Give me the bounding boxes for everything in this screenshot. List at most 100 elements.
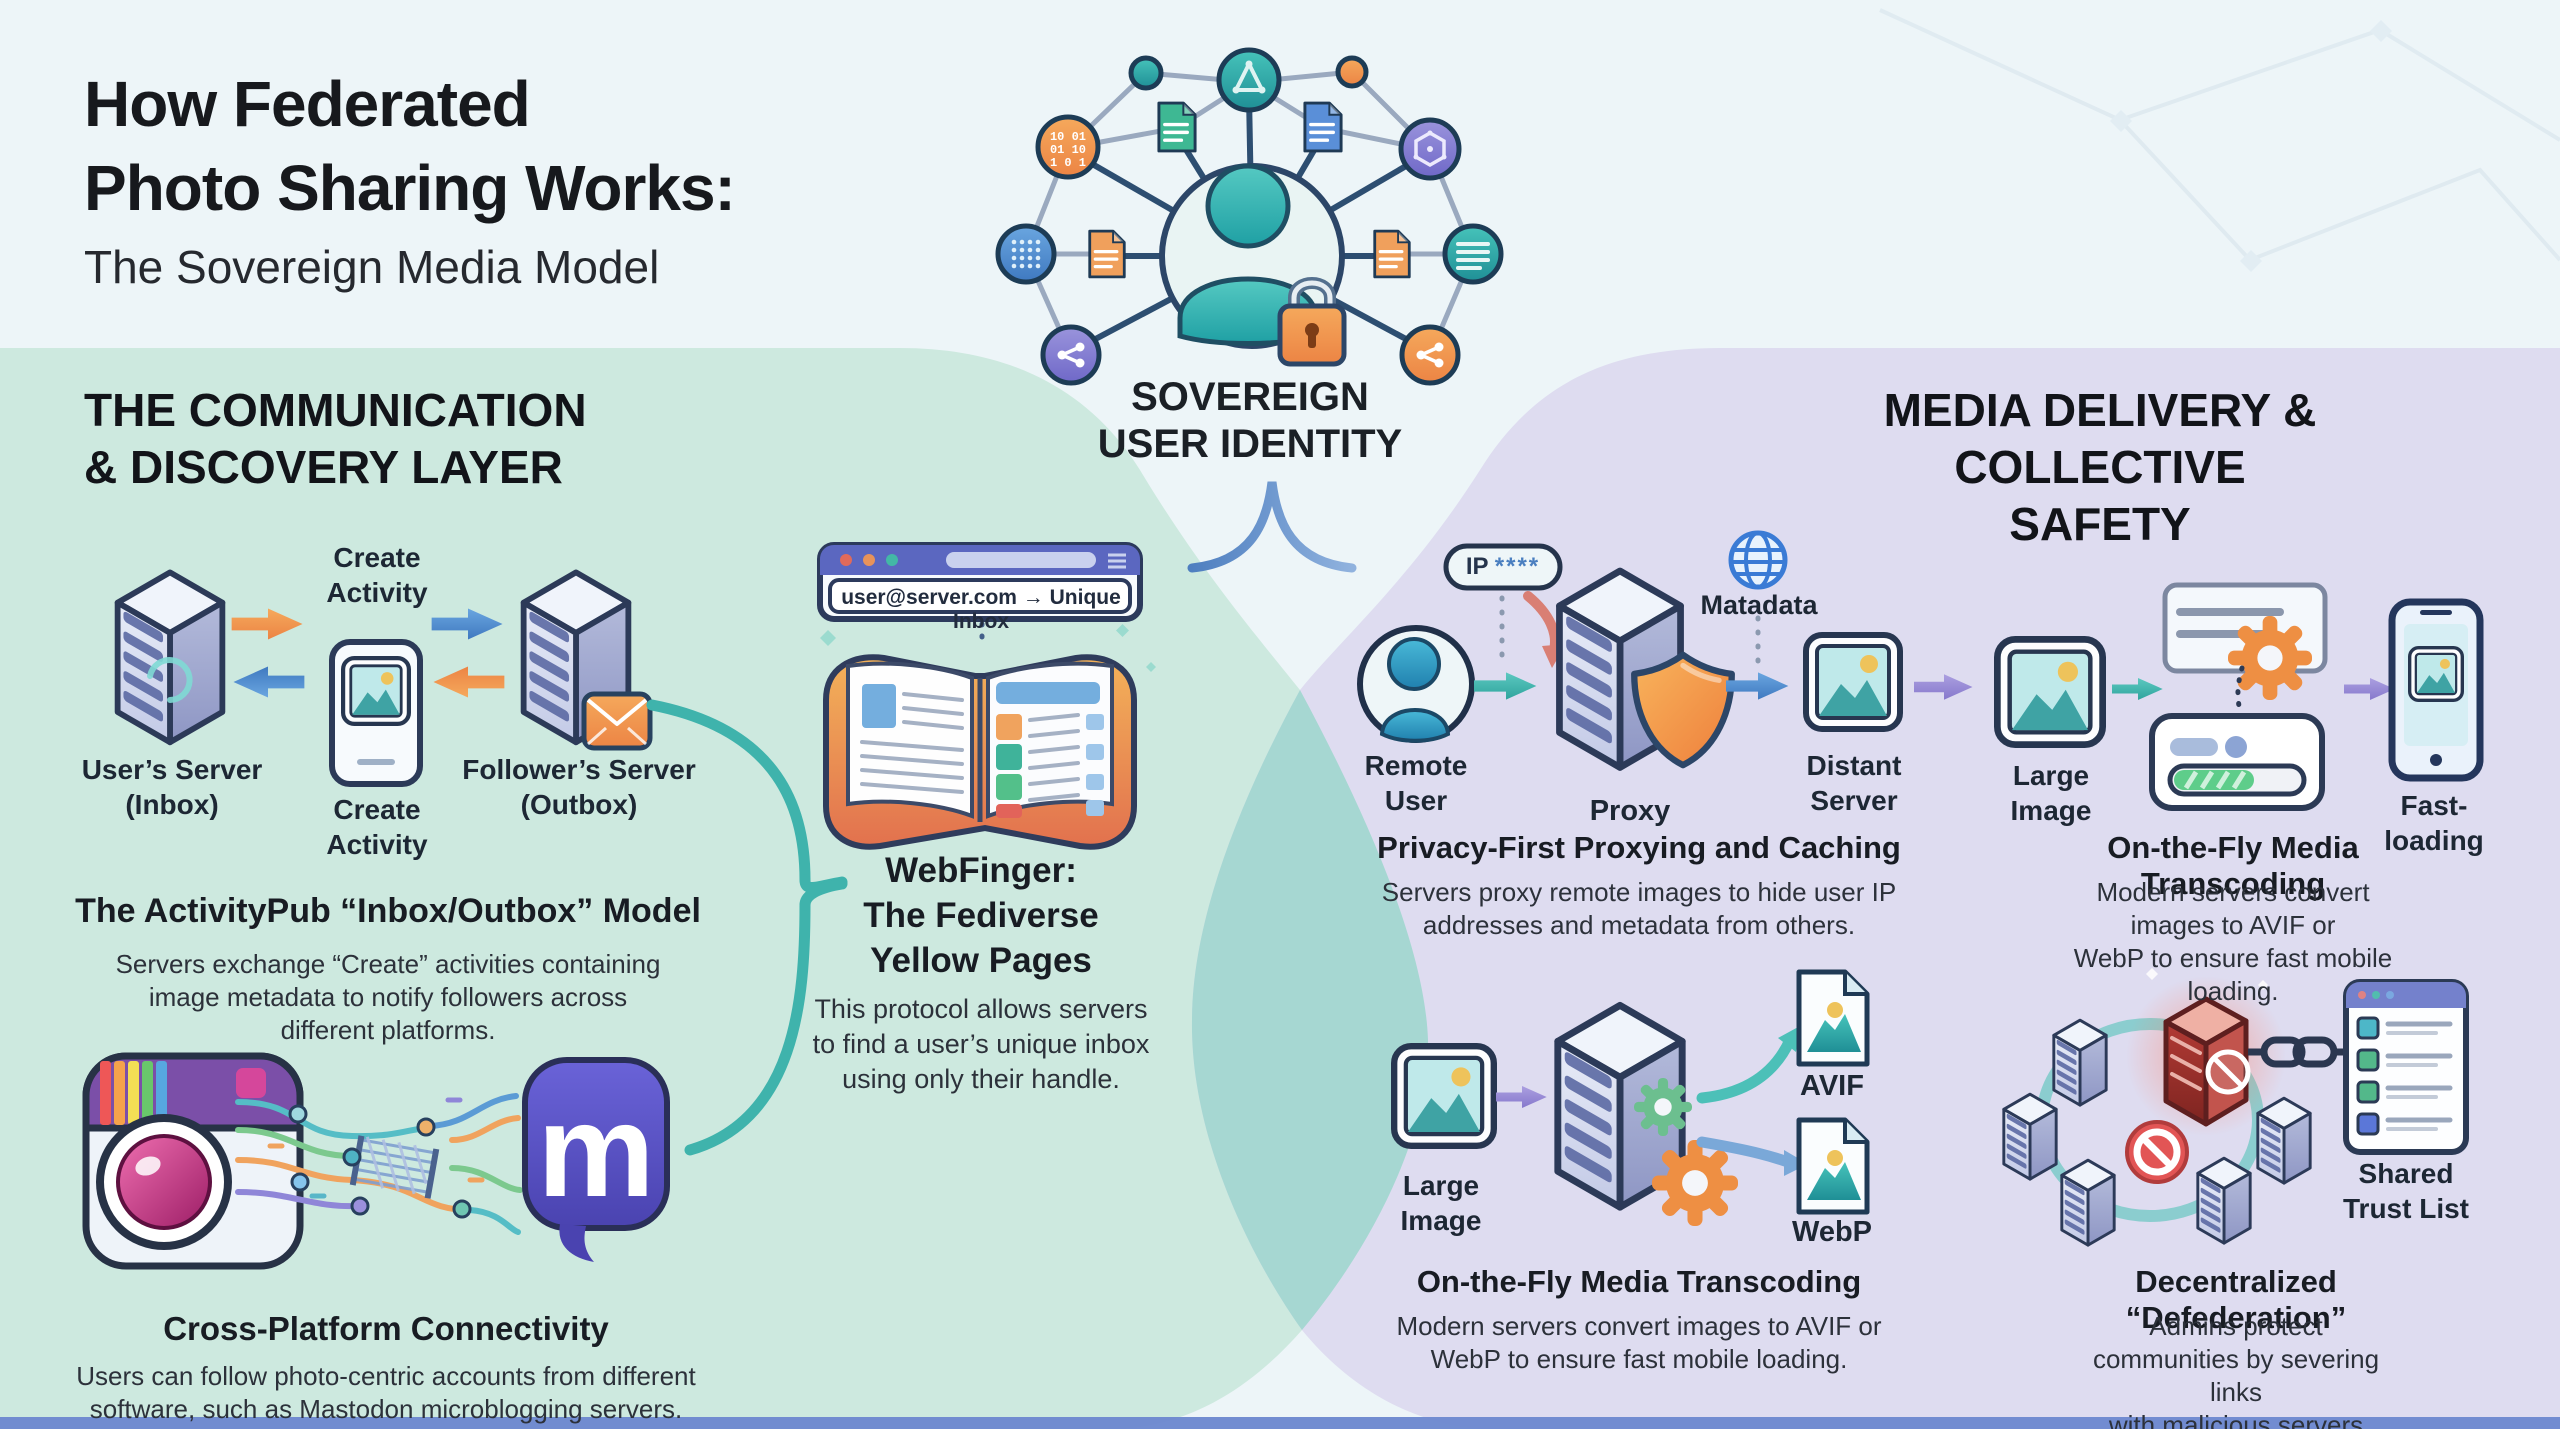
- server-icon: [2256, 1096, 2312, 1185]
- sync-icon: [147, 657, 193, 703]
- server-icon: [2060, 1158, 2116, 1247]
- activity-node-icon: [1216, 47, 1282, 113]
- transcoder-icon: [2149, 582, 2328, 811]
- avif-label: AVIF: [1800, 1070, 1864, 1102]
- hexagon-node-icon: [1398, 117, 1462, 181]
- right-section-header: MEDIA DELIVERY & COLLECTIVE SAFETY: [1883, 384, 2317, 550]
- cable-splice-icon: [349, 1135, 440, 1199]
- overlap-region: [1191, 690, 1429, 1330]
- transcoding-top-diagram: [1997, 582, 2484, 811]
- camera-app-icon: [82, 1052, 304, 1270]
- svg-text:m: m: [537, 1077, 654, 1224]
- globe-icon: [1728, 530, 1788, 590]
- network-pattern: [1879, 8, 2560, 262]
- cross-platform-diagram: m: [82, 1052, 670, 1270]
- ip-value: ****: [1494, 553, 1541, 580]
- bottom-bar: [0, 1417, 2560, 1429]
- large-image-top-label: Large Image: [2010, 760, 2092, 826]
- webfinger-heading: WebFinger: The Fediverse Yellow Pages: [863, 851, 1099, 980]
- grid-node-icon: [995, 223, 1057, 285]
- browser-icon: [817, 542, 1143, 622]
- mastodon-icon: m: [522, 1057, 670, 1262]
- left-section-header: THE COMMUNICATION & DISCOVERY LAYER: [84, 384, 587, 493]
- share-node-icon: [1399, 324, 1461, 386]
- large-image-icon: [1997, 639, 2102, 744]
- document-icon: [1303, 101, 1343, 153]
- metadata-label: Matadata: [1700, 590, 1818, 620]
- webfinger-address: user@server.com → Unique Inbox: [841, 586, 1121, 633]
- svg-text:10 01: 10 01: [1050, 130, 1086, 144]
- activitypub-diagram: [118, 572, 653, 787]
- proxy-diagram: [1357, 530, 1973, 767]
- malicious-server-icon: [2163, 996, 2251, 1127]
- transcoding-top-description: Modern servers convert images to AVIF or…: [2073, 877, 2393, 1006]
- webfinger-connector: [646, 699, 848, 1156]
- page-subtitle: The Sovereign Media Model: [84, 241, 660, 293]
- avif-file-icon: [1799, 972, 1867, 1064]
- trust-list-icon: [2343, 979, 2469, 1155]
- transcoding-bottom-heading: On-the-Fly Media Transcoding: [1416, 1264, 1862, 1299]
- chain-link-icon: [2248, 1036, 2348, 1068]
- server-icon: [2052, 1018, 2108, 1107]
- gear-icon: [2228, 616, 2312, 700]
- curved-arrow-icon: [1696, 1026, 1800, 1104]
- create-activity-phone-icon: [329, 639, 423, 787]
- remote-user-label: Remote User: [1364, 750, 1468, 816]
- server-icon: [2002, 1092, 2058, 1181]
- brace-connector: [1187, 481, 1357, 573]
- cross-platform-description: Users can follow photo-centric accounts …: [76, 1361, 696, 1424]
- node-icon: [1128, 55, 1164, 91]
- remote-user-icon: [1357, 625, 1475, 743]
- lock-icon: [1277, 277, 1347, 367]
- create-activity-bottom-label: Create Activity: [326, 794, 428, 860]
- fast-loading-label: Fast- loading: [2384, 790, 2484, 856]
- transcoding-bottom-diagram: [1394, 972, 1867, 1226]
- text-node-icon: [1442, 223, 1504, 285]
- defederation-description: Admins protect communities by severing l…: [2092, 1311, 2380, 1429]
- defederation-heading: Decentralized “Defederation”: [2125, 1264, 2347, 1335]
- identity-label: SOVEREIGN USER IDENTITY: [1097, 375, 1403, 466]
- svg-text:01 10: 01 10: [1050, 143, 1086, 157]
- defederation-diagram: [2002, 968, 2469, 1247]
- proxying-heading: Privacy-First Proxying and Caching: [1377, 830, 1901, 865]
- server-icon: [2196, 1156, 2252, 1245]
- cross-platform-heading: Cross-Platform Connectivity: [163, 1310, 609, 1347]
- ip-label: IP: [1465, 553, 1489, 580]
- create-activity-top-label: Create Activity: [326, 542, 428, 608]
- proxying-description: Servers proxy remote images to hide user…: [1381, 877, 1897, 940]
- proxy-label: Proxy: [1589, 795, 1671, 827]
- curved-arrow-icon: [1696, 1136, 1808, 1176]
- webfinger-diagram: [646, 542, 1143, 1156]
- gear-icon: [1652, 1140, 1738, 1226]
- large-image-icon: [1394, 1046, 1494, 1146]
- ip-pill: [1443, 543, 1563, 591]
- distant-server-icon: [1806, 635, 1900, 729]
- prohibition-icon: [2125, 1120, 2189, 1184]
- webfinger-description: This protocol allows servers to find a u…: [812, 994, 1150, 1094]
- trust-list-label: Shared Trust List: [2342, 1158, 2470, 1224]
- distant-server-label: Distant Server: [1806, 750, 1902, 816]
- svg-text:1 0 1: 1 0 1: [1050, 156, 1086, 170]
- gear-icon: [1634, 1078, 1692, 1136]
- activitypub-description: Servers exchange “Create” activities con…: [115, 949, 661, 1045]
- connection-lines: [235, 1093, 523, 1235]
- transcoding-bottom-description: Modern servers convert images to AVIF or…: [1396, 1311, 1882, 1374]
- document-icon: [1372, 229, 1412, 279]
- users-server-label: User’s Server (Inbox): [81, 754, 263, 820]
- envelope-icon: [581, 691, 653, 751]
- page-title: How Federated Photo Sharing Works:: [84, 68, 736, 224]
- document-icon: [1087, 229, 1127, 279]
- share-node-icon: [1040, 324, 1102, 386]
- webp-label: WebP: [1791, 1216, 1873, 1248]
- directory-book-icon: [823, 654, 1137, 850]
- connection-dots: [288, 1104, 472, 1219]
- followers-server-label: Follower’s Server (Outbox): [462, 754, 696, 820]
- transcoding-top-heading: On-the-Fly Media Transcoding: [2107, 830, 2359, 901]
- ip-badge: IP ****: [1466, 553, 1540, 581]
- node-icon: [1335, 55, 1369, 89]
- phone-icon: [2388, 598, 2484, 782]
